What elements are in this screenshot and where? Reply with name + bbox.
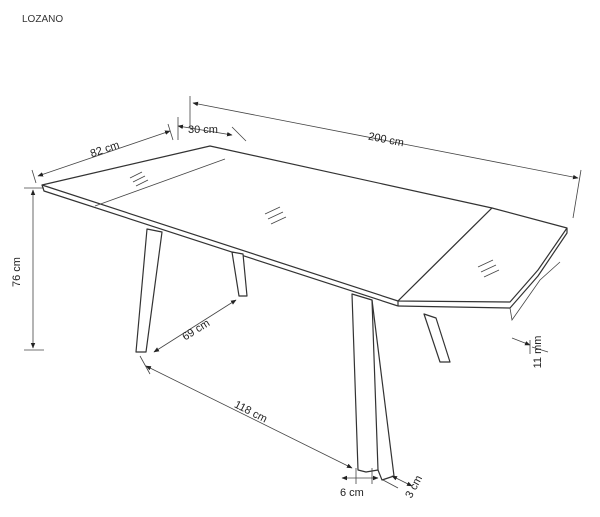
glass-reflection-marks (129, 171, 500, 278)
dimension-extension: 30 cm (177, 117, 247, 142)
leg-depth-label: 3 cm (403, 474, 425, 501)
height-label: 76 cm (11, 257, 23, 287)
table-top (41, 145, 568, 322)
length-label: 200 cm (367, 131, 405, 150)
dimension-top-thickness: 11 mm (511, 336, 549, 369)
table-legs (135, 228, 451, 481)
leg-span-label: 69 cm (180, 317, 212, 343)
leg-width-label: 6 cm (340, 487, 364, 499)
leg-length-label: 118 cm (232, 399, 269, 426)
product-title: LOZANO (22, 14, 63, 25)
dimension-leg-span: 69 cm (153, 299, 237, 353)
dimension-leg-width: 6 cm (340, 468, 379, 499)
dimension-height: 76 cm (11, 187, 44, 351)
extension-label: 30 cm (188, 124, 218, 136)
width-label: 82 cm (89, 139, 121, 160)
dimension-leg-length: 118 cm (139, 355, 353, 469)
top-thickness-label: 11 mm (532, 336, 544, 369)
